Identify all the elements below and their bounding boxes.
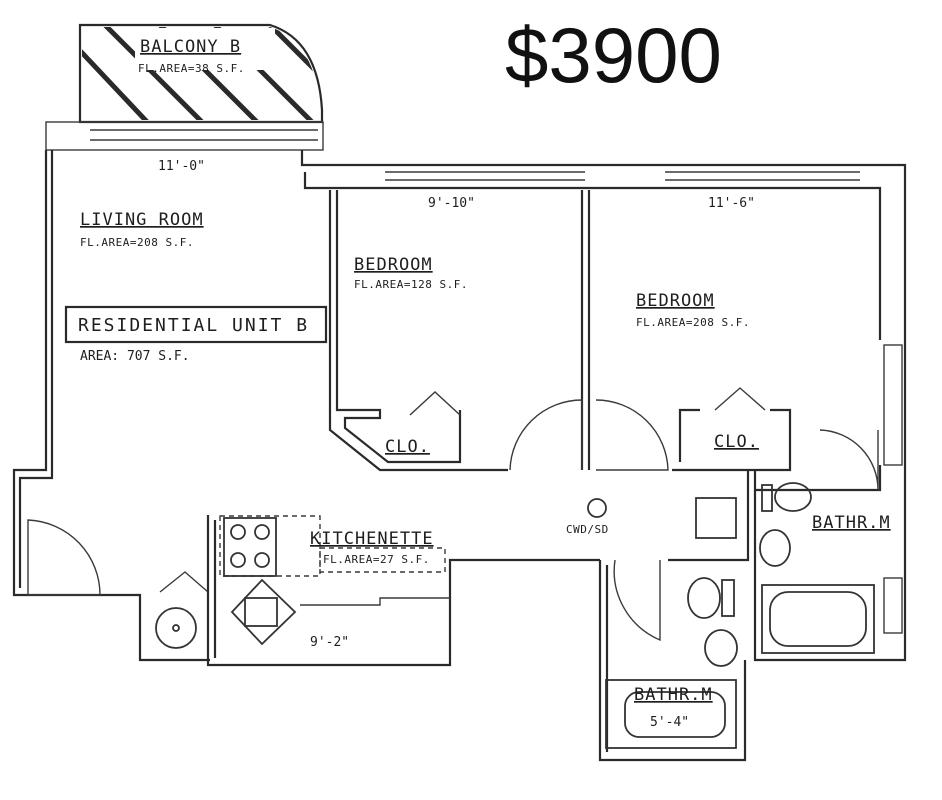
exterior-walls bbox=[12, 121, 907, 662]
balcony bbox=[78, 23, 324, 124]
bathroom-2-width: 5'-4" bbox=[650, 715, 689, 730]
bedroom-2-walls bbox=[672, 408, 882, 492]
unit-name: RESIDENTIAL UNIT B bbox=[78, 315, 309, 336]
bedroom-1-width: 9'-10" bbox=[428, 196, 475, 211]
closet-1-label: CLO. bbox=[385, 437, 430, 457]
balcony-area: FL.AREA=38 S.F. bbox=[138, 62, 245, 75]
bathroom-1-label: BATHR.M bbox=[812, 513, 891, 533]
price-label: $3900 bbox=[505, 11, 722, 99]
living-room-area: FL.AREA=208 S.F. bbox=[80, 236, 194, 249]
bathroom-walls bbox=[587, 470, 885, 762]
washer-label: CWD/SD bbox=[566, 523, 609, 536]
doors bbox=[27, 387, 879, 642]
kitchenette-area: FL.AREA=27 S.F. bbox=[323, 553, 430, 566]
kitchenette-width: 9'-2" bbox=[310, 635, 349, 650]
kitchenette-label: KITCHENETTE bbox=[310, 529, 434, 549]
kitchenette-walls bbox=[155, 515, 600, 667]
bedroom-1-walls bbox=[328, 190, 591, 472]
bedroom-2-width: 11'-6" bbox=[708, 196, 755, 211]
bathroom-2-label: BATHR.M bbox=[634, 685, 713, 705]
balcony-label: BALCONY B bbox=[140, 37, 241, 57]
bedroom-1-label: BEDROOM bbox=[354, 255, 433, 275]
bedroom-2-area: FL.AREA=208 S.F. bbox=[636, 316, 750, 329]
living-room-label: LIVING ROOM bbox=[80, 210, 204, 230]
unit-area: AREA: 707 S.F. bbox=[80, 349, 190, 364]
unit-label-box bbox=[64, 305, 328, 344]
bedroom-1-area: FL.AREA=128 S.F. bbox=[354, 278, 468, 291]
closet-2-label: CLO. bbox=[714, 432, 759, 452]
bedroom-2-label: BEDROOM bbox=[636, 291, 715, 311]
living-room-width: 11'-0" bbox=[158, 159, 205, 174]
